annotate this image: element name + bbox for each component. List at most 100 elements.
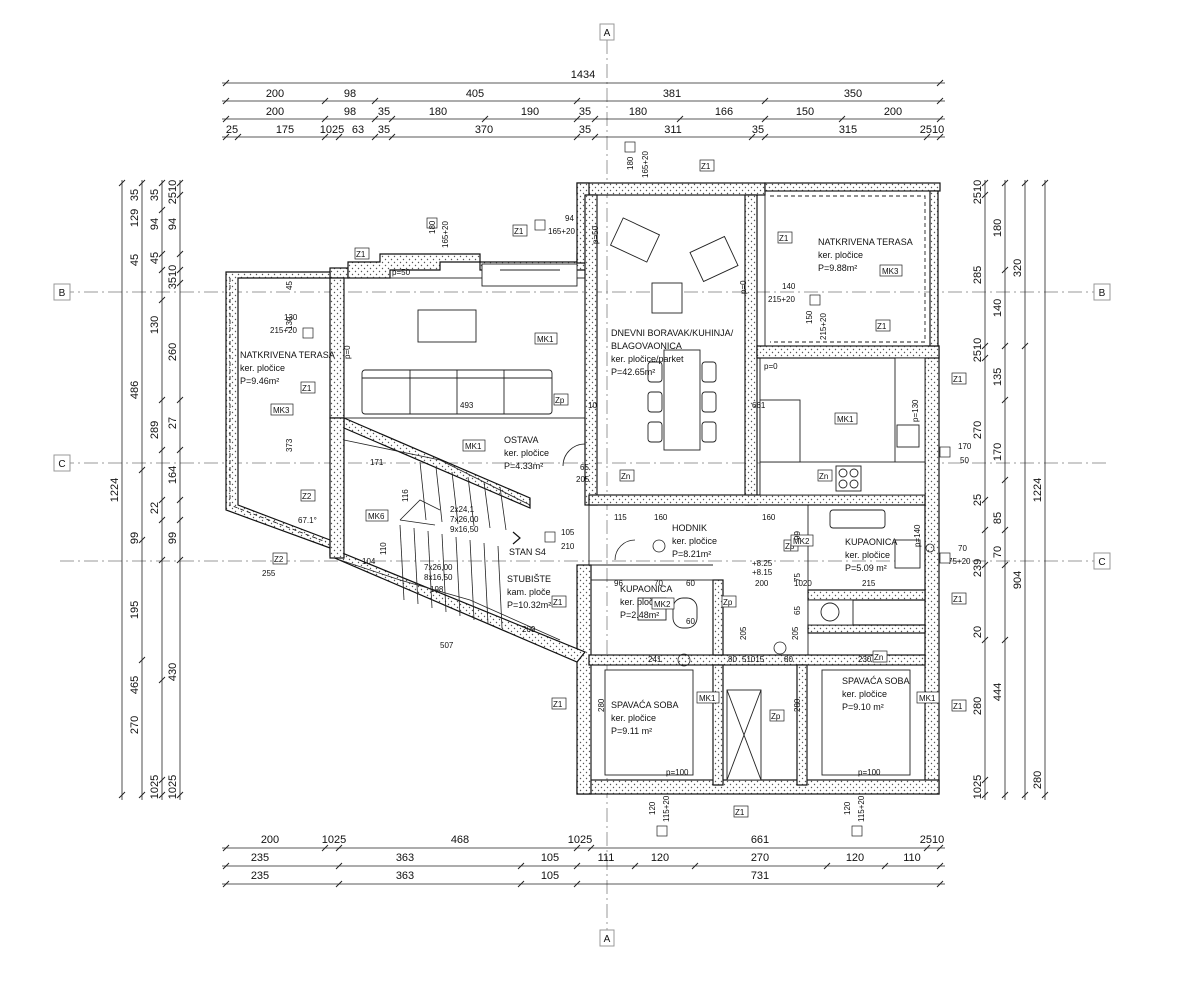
dim-right-c3-0: 2510 bbox=[972, 180, 984, 204]
room-terrace-left-floor: ker. pločice bbox=[240, 363, 285, 373]
opening-w4b: 215+20 bbox=[768, 295, 795, 304]
dimension-tick bbox=[838, 115, 846, 123]
int-dim-280-b: 280 bbox=[793, 698, 802, 712]
svg-text:Z1: Z1 bbox=[953, 702, 963, 711]
int-dim-51015: 51015 bbox=[742, 655, 765, 664]
int-dim-45: 45 bbox=[285, 281, 294, 290]
int-dim-96: 96 bbox=[614, 579, 623, 588]
dim-left-c3-4: 27 bbox=[167, 417, 179, 429]
int-dim-110: 110 bbox=[379, 542, 388, 555]
label-p100-a: p=100 bbox=[666, 768, 689, 777]
door-swings bbox=[562, 443, 935, 667]
dim-right-c3-4: 20 bbox=[972, 626, 984, 638]
dimension-tick bbox=[981, 496, 989, 504]
tag-z1-b: Z1 bbox=[354, 247, 370, 260]
dim-bot-r1-2: 468 bbox=[451, 834, 469, 846]
opening-w1-left: 180 bbox=[428, 220, 437, 234]
dimension-tick bbox=[371, 97, 379, 105]
tag-z1-f: Z1 bbox=[951, 372, 967, 385]
dimension-tick bbox=[1001, 342, 1009, 350]
dimension-tick bbox=[936, 844, 944, 852]
staircase bbox=[339, 439, 561, 641]
int-dim-1020: 1020 bbox=[794, 579, 812, 588]
dim-right-c3-2: 25 bbox=[972, 494, 984, 506]
stair-tread bbox=[427, 530, 433, 609]
dim-right-total: 1224 bbox=[1032, 478, 1044, 502]
dimension-tick bbox=[936, 115, 944, 123]
stair-label-2: 7x26,00 bbox=[450, 515, 479, 524]
dimension-tick bbox=[1001, 526, 1009, 534]
dimension-tick bbox=[981, 342, 989, 350]
tag-mk1-b: MK1 bbox=[462, 439, 486, 452]
dim-left-c2-6: 195 bbox=[129, 601, 141, 619]
int-dim-99: 99 bbox=[793, 531, 802, 540]
int-dim-80-b: 80 bbox=[784, 655, 793, 664]
svg-text:Z1: Z1 bbox=[877, 322, 887, 331]
washing-machine bbox=[820, 602, 840, 622]
dimension-tick bbox=[923, 844, 931, 852]
dim-right-c2-9: 280 bbox=[972, 697, 984, 715]
dimension-tick bbox=[321, 97, 329, 105]
dim-bot-r3-3: 731 bbox=[751, 870, 769, 882]
dim-top-r3-4: 35 bbox=[378, 124, 390, 136]
dimension-tick bbox=[981, 776, 989, 784]
dim-right-c2-0: 180 bbox=[992, 219, 1004, 237]
dimension-tick bbox=[981, 791, 989, 799]
int-dim-115: 115 bbox=[614, 513, 627, 522]
opening-w3b: 215+20 bbox=[270, 326, 297, 335]
dim-left-c2-1: 45 bbox=[129, 254, 141, 266]
tag-z2-b: Z2 bbox=[272, 552, 288, 565]
tag-mk2-b: MK2 bbox=[651, 597, 675, 610]
dim-top-r3-10: 2510 bbox=[920, 124, 944, 136]
svg-text:Z1: Z1 bbox=[553, 700, 563, 709]
dim-top-r2-9: 200 bbox=[884, 106, 902, 118]
dim-top-r2-7: 166 bbox=[715, 106, 733, 118]
svg-text:Z1: Z1 bbox=[779, 234, 789, 243]
label-p50-b: p=50 bbox=[591, 225, 600, 244]
dim-top-r3-7: 311 bbox=[664, 124, 682, 136]
int-dim-205-a: 205 bbox=[739, 626, 748, 640]
dimension-tick bbox=[1001, 791, 1009, 799]
dimension-tick bbox=[158, 791, 166, 799]
dimension-tick bbox=[138, 466, 146, 474]
int-dim-205-b: 205 bbox=[791, 626, 800, 640]
dim-right-c3-5: 280 bbox=[1032, 771, 1044, 789]
tag-mk1-c: MK1 bbox=[834, 412, 858, 425]
room-hall-floor: ker. pločice bbox=[672, 536, 717, 546]
int-dim-280-a: 280 bbox=[597, 698, 606, 712]
opening-w8-left: 120 bbox=[648, 801, 657, 815]
dimension-tick bbox=[158, 446, 166, 454]
section-marker-c-right: C bbox=[1098, 557, 1105, 568]
bottom-dimension-texts: 200 1025 468 1025 661 2510 235 363 105 1… bbox=[251, 834, 944, 882]
dimension-tick bbox=[1001, 561, 1009, 569]
dim-right-c2-6: 85 bbox=[992, 512, 1004, 524]
stair-tread bbox=[497, 545, 503, 629]
dim-top-r1-4: 350 bbox=[844, 88, 862, 100]
opening-w2b: 165+20 bbox=[548, 227, 575, 236]
dimension-tick bbox=[176, 179, 184, 187]
dimension-tick bbox=[981, 561, 989, 569]
level-label-2: +8.15 bbox=[752, 568, 773, 577]
dim-right-c2-7: 239 bbox=[972, 559, 984, 577]
dim-left-total: 1224 bbox=[109, 478, 121, 502]
double-vanity bbox=[829, 509, 886, 529]
dimension-tick bbox=[222, 862, 230, 870]
dimension-tick bbox=[176, 446, 184, 454]
dimension-tick bbox=[158, 396, 166, 404]
dimension-tick bbox=[176, 396, 184, 404]
dimension-tick bbox=[138, 656, 146, 664]
label-p50-a: p=50 bbox=[392, 268, 411, 277]
dim-bot-r2-2: 105 bbox=[541, 852, 559, 864]
dim-right-c2-4: 270 bbox=[972, 421, 984, 439]
room-labels: NATKRIVENA TERASA ker. pločice P=9.46m² … bbox=[240, 237, 913, 736]
dim-left-c2-2: 130 bbox=[149, 316, 161, 334]
dimension-tick bbox=[1001, 179, 1009, 187]
dimension-tick bbox=[335, 880, 343, 888]
int-dim-10-a: 10 bbox=[588, 401, 597, 410]
dim-bot-r1-1: 1025 bbox=[322, 834, 346, 846]
dim-left-c3-0: 35 bbox=[149, 189, 161, 201]
label-p0-b: p=0 bbox=[739, 280, 748, 294]
dimension-tick bbox=[761, 115, 769, 123]
room-bed-right-area: P=9.10 m² bbox=[842, 702, 884, 712]
